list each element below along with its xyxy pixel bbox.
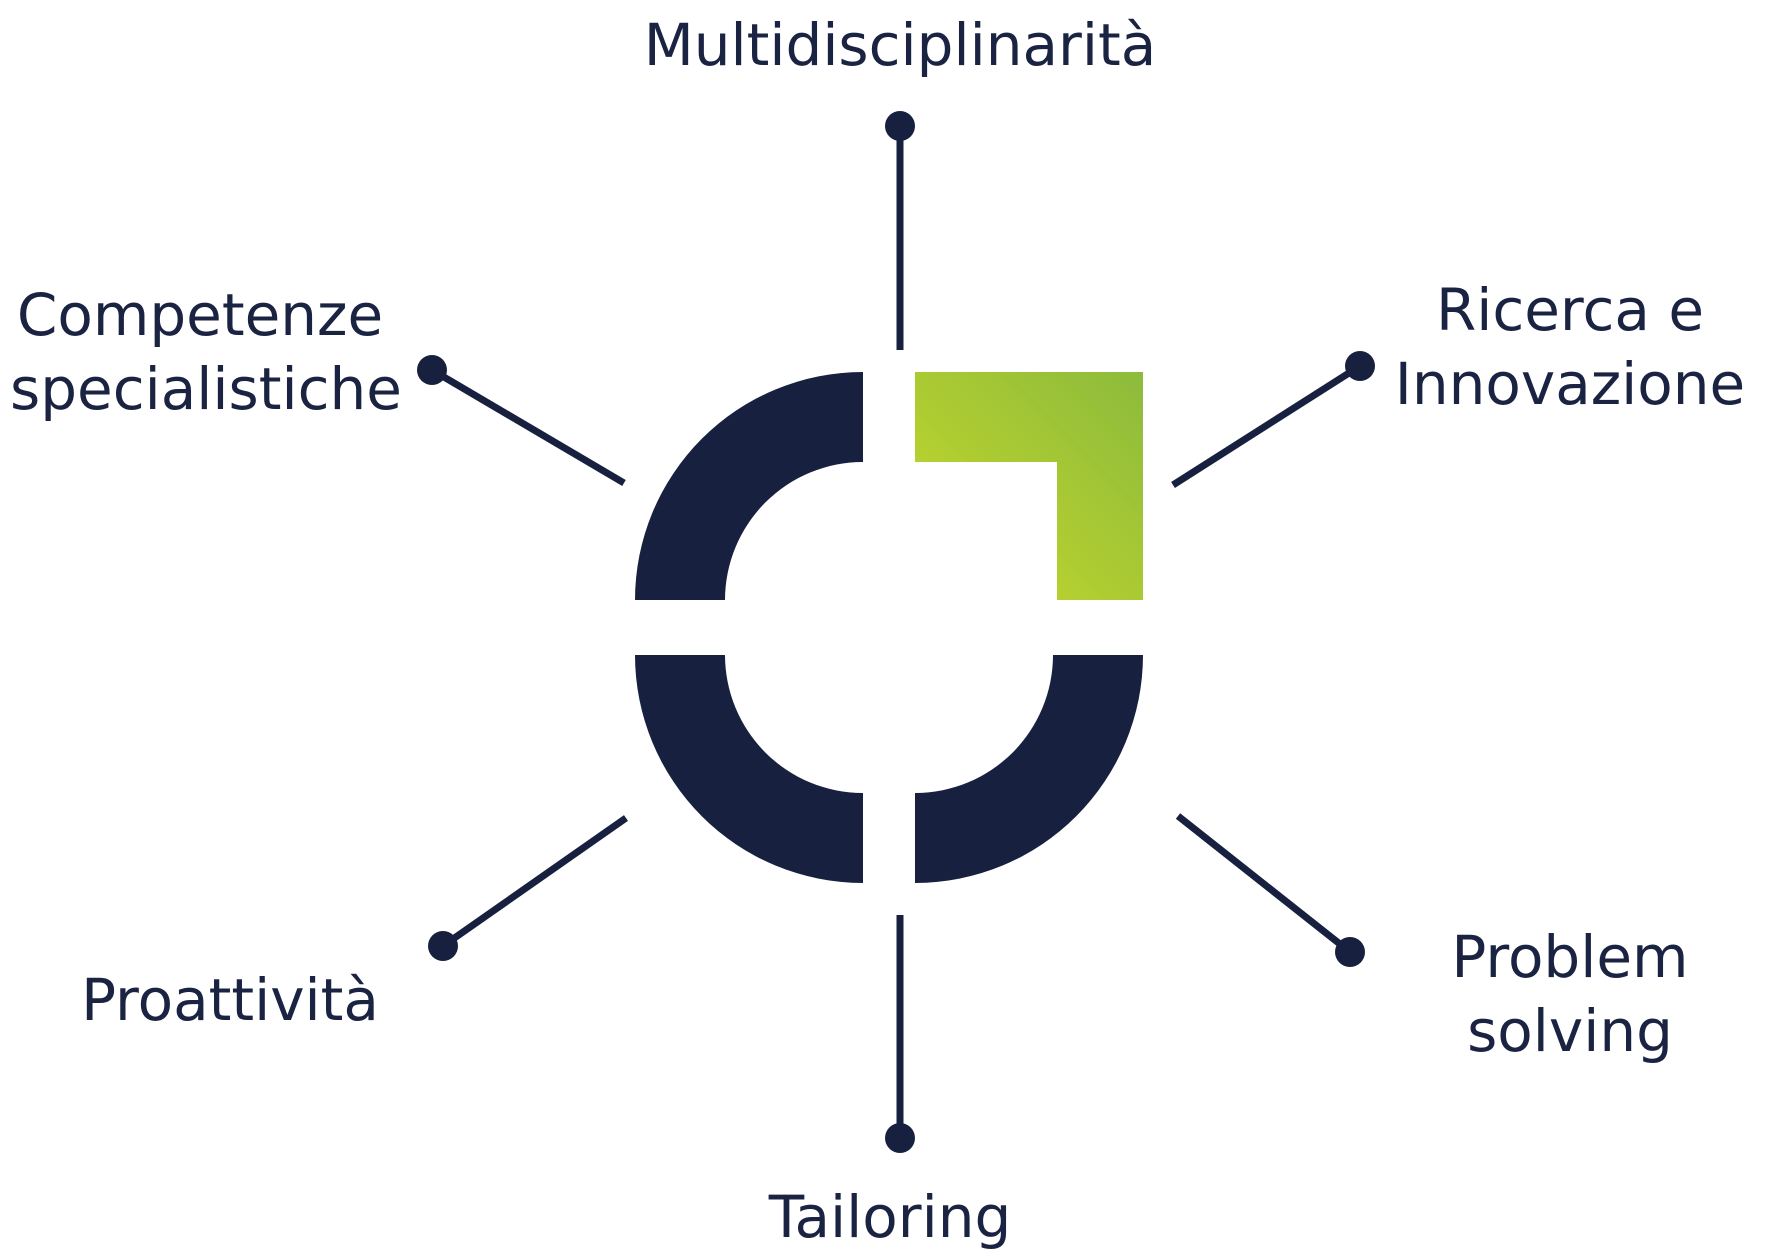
logo-bottom-right-arc [915,655,1143,883]
label-proattivita: Proattività [40,963,420,1037]
logo-top-right-corner [915,372,1143,600]
label-bottom-text: Tailoring [768,1183,1012,1251]
dot-top-left [417,355,447,385]
label-top-left-line1: Competenze [16,281,384,349]
label-competenze-specialistiche: Competenze specialistiche [10,278,402,426]
label-top-right-line2: Innovazione [1394,350,1746,418]
label-problem-solving: Problem solving [1400,920,1740,1068]
label-ricerca-innovazione: Ricerca e Innovazione [1380,273,1760,421]
label-top-right-line1: Ricerca e [1435,276,1705,344]
label-top-text: Multidisciplinarità [643,11,1157,79]
label-bottom-right-line2: solving [1467,997,1673,1065]
label-bottom-left-text: Proattività [81,966,379,1034]
dot-top-right [1345,351,1375,381]
dot-bottom-right [1335,937,1365,967]
label-bottom-right-line1: Problem [1451,923,1689,991]
spoke-bottom-right [1175,813,1353,955]
label-multidisciplinarita: Multidisciplinarità [560,8,1240,82]
spoke-bottom-left [440,815,629,949]
label-top-left-line2: specialistiche [10,355,402,423]
logo-top-left-arc [635,372,863,600]
label-tailoring: Tailoring [640,1180,1140,1254]
spoke-top-right [1171,363,1362,488]
dot-bottom-left [428,931,458,961]
dot-top [885,111,915,141]
spoke-top-left [430,366,626,487]
dot-bottom [885,1123,915,1153]
logo-bottom-left-arc [635,655,863,883]
logo-mark [635,372,1143,883]
